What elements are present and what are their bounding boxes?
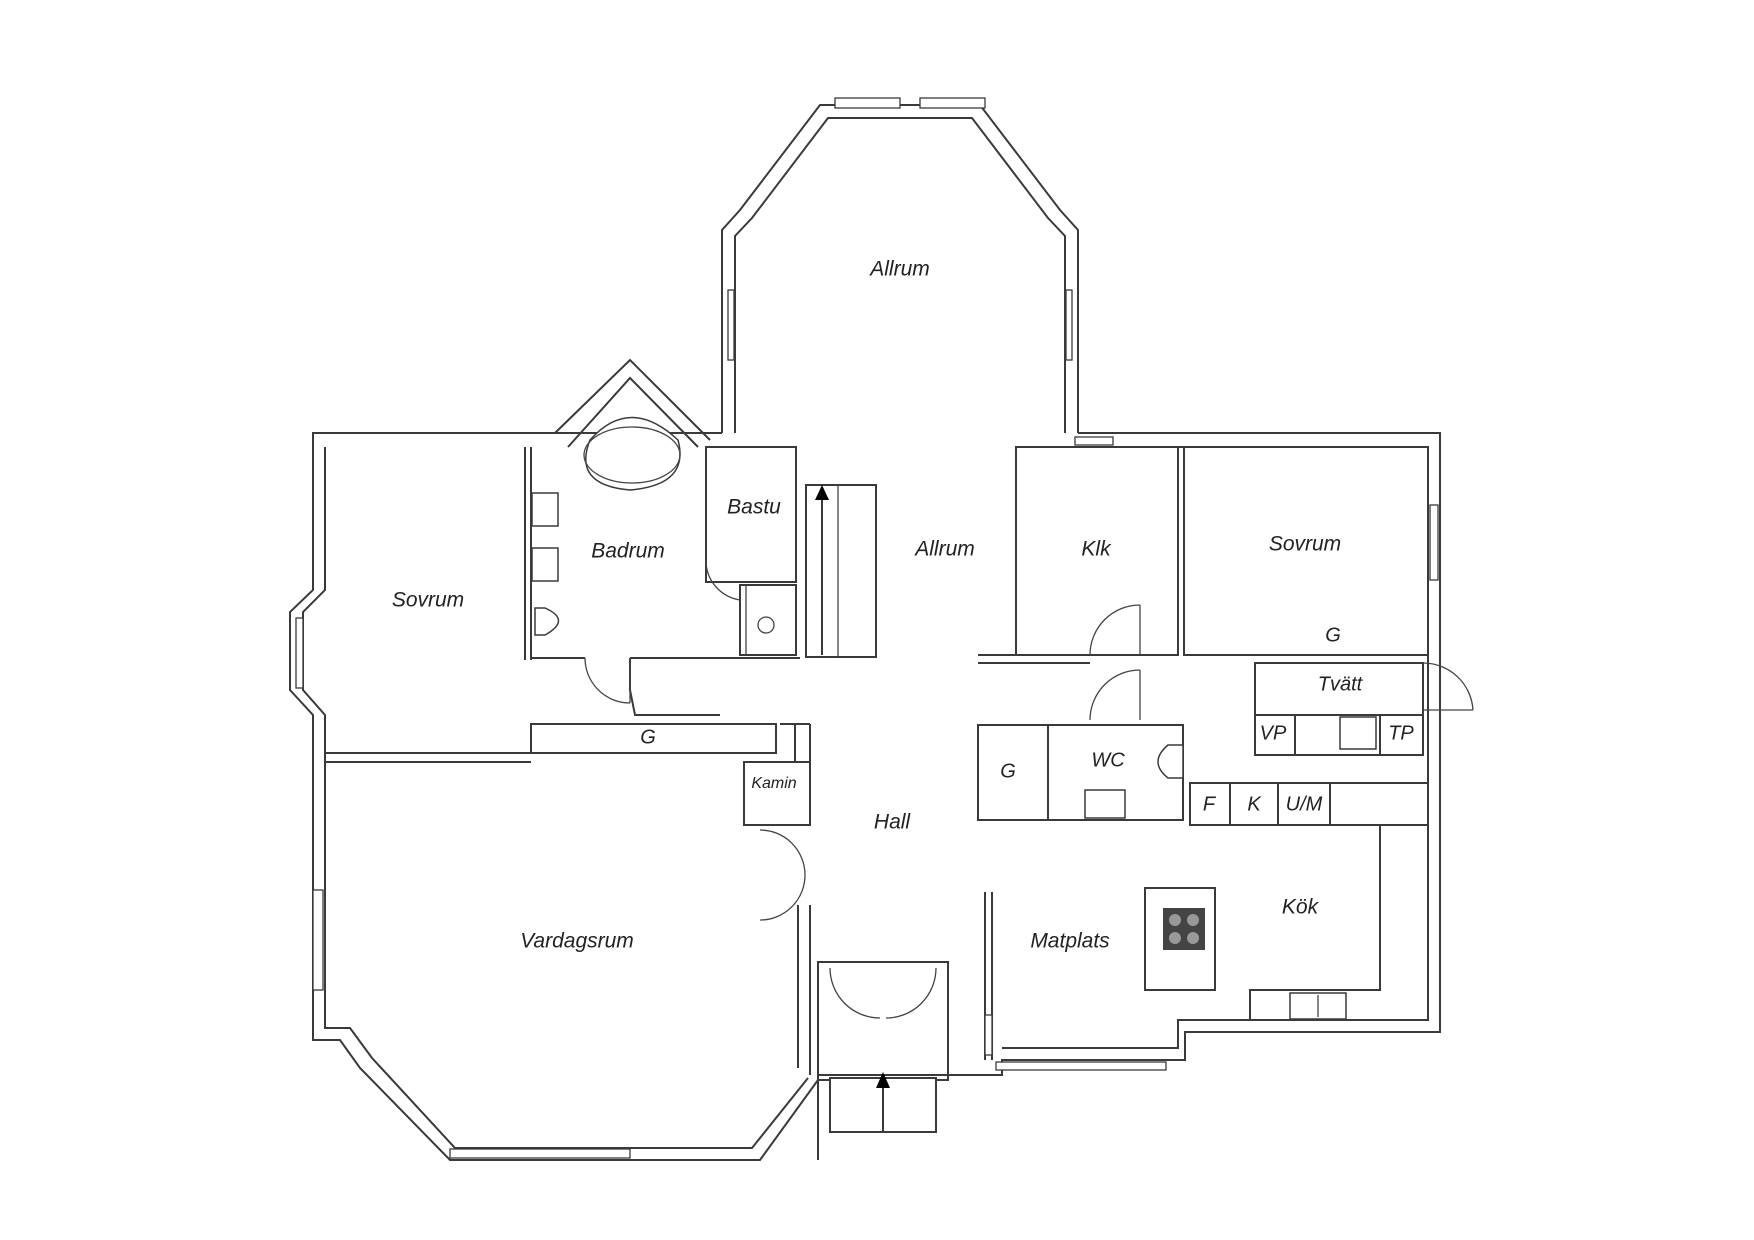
interior-walls — [325, 358, 1429, 1076]
label-vp: VP — [1260, 722, 1287, 744]
label-k: K — [1247, 793, 1262, 815]
label-sovrum-right: Sovrum — [1269, 533, 1341, 556]
label-um: U/M — [1286, 793, 1323, 815]
sink-icon — [531, 492, 1377, 819]
label-kok: Kök — [1282, 896, 1320, 919]
bathtub-icon — [583, 416, 681, 491]
label-wc: WC — [1091, 749, 1125, 771]
label-sovrum-left: Sovrum — [392, 589, 464, 612]
label-f: F — [1203, 793, 1217, 815]
label-allrum-mid: Allrum — [913, 538, 975, 561]
windows — [295, 97, 1439, 1159]
entrance-arrow-icon — [829, 1072, 937, 1133]
label-vardagsrum: Vardagsrum — [520, 930, 634, 953]
label-klk: Klk — [1081, 538, 1112, 561]
label-allrum-top: Allrum — [868, 258, 930, 281]
label-kamin: Kamin — [751, 775, 796, 792]
label-g-left: G — [640, 726, 656, 748]
shower-icon — [745, 585, 775, 655]
doors — [584, 559, 1474, 1019]
room-labels: Allrum Allrum Badrum Bastu Sovrum Klk So… — [392, 258, 1415, 953]
toilet-icon — [534, 607, 1184, 779]
stove-icon — [1163, 908, 1205, 950]
label-g-hall: G — [1000, 760, 1016, 782]
label-g-sovrum-right: G — [1325, 624, 1341, 646]
label-tvatt: Tvätt — [1318, 673, 1364, 695]
label-bastu: Bastu — [727, 496, 781, 519]
label-tp: TP — [1388, 722, 1414, 744]
label-badrum: Badrum — [591, 540, 665, 563]
stair-arrow-icon — [815, 485, 829, 655]
label-hall: Hall — [874, 811, 912, 834]
double-sink-icon — [1289, 992, 1347, 1020]
label-matplats: Matplats — [1030, 930, 1110, 953]
